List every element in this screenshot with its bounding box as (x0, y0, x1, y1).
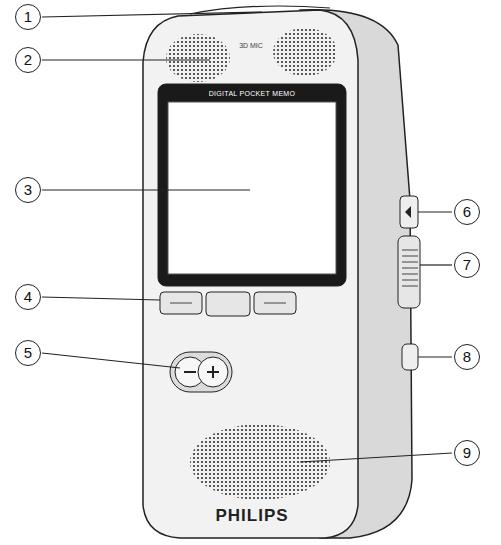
mic-label: 3D MIC (239, 42, 263, 49)
minus-sign (184, 371, 196, 373)
callout-number: 3 (15, 177, 41, 203)
key-mark (170, 303, 192, 304)
leader-lines (42, 12, 452, 462)
soft-key (206, 292, 250, 316)
plus-sign (212, 366, 214, 378)
mic-label-ground (230, 38, 272, 52)
soft-key (160, 292, 202, 314)
plus-button (198, 357, 228, 387)
brand-label: PHILIPS (215, 506, 288, 526)
callout-number: 6 (454, 199, 480, 225)
slide-switch (398, 236, 420, 308)
callout-number: 8 (454, 344, 480, 370)
soft-key (254, 292, 296, 314)
body-front (143, 10, 358, 538)
key-mark (264, 303, 286, 304)
callout-number: 9 (454, 440, 480, 466)
screen (168, 102, 336, 274)
mic-grille (166, 34, 230, 82)
mic-grille (273, 28, 337, 76)
callout-number: 4 (15, 284, 41, 310)
side-button (400, 196, 418, 228)
screen-frame (158, 84, 346, 286)
side-button-mark (405, 206, 411, 218)
side-button (402, 344, 418, 370)
callout-number: 7 (454, 252, 480, 278)
callout-number: 5 (15, 340, 41, 366)
slide-grip (402, 250, 418, 286)
model-label: DIGITAL POCKET MEMO (209, 90, 295, 97)
volume-rocker (170, 352, 232, 392)
callout-number: 1 (15, 4, 41, 30)
callout-number: 2 (15, 47, 41, 73)
